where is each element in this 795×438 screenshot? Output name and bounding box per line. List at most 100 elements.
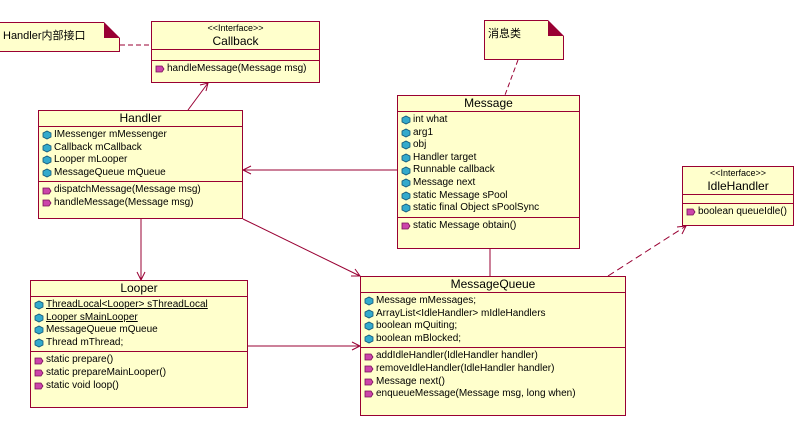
class-handler-methods-row: handleMessage(Message msg) (42, 197, 239, 210)
method-text: addIdleHandler(IdleHandler handler) (376, 350, 538, 362)
attribute-icon (401, 115, 411, 125)
class-idle-handler-stereotype: <<Interface>> (709, 168, 767, 178)
method-text: static prepareMainLooper() (46, 366, 167, 378)
method-text: static Message obtain() (413, 219, 517, 231)
attribute-icon (401, 128, 411, 138)
note-message-class: 消息类 (484, 20, 564, 60)
class-message-attributes-row: int what (401, 114, 576, 127)
attribute-icon (401, 166, 411, 176)
class-callback-attributes (152, 50, 319, 61)
attribute-icon (364, 334, 374, 344)
attribute-icon (401, 178, 411, 188)
class-message-methods-row: static Message obtain() (401, 220, 576, 233)
attribute-text: boolean mBlocked; (376, 332, 462, 344)
class-message-attributes-row: arg1 (401, 127, 576, 140)
attribute-icon (42, 130, 52, 140)
class-handler-methods-row: dispatchMessage(Message msg) (42, 184, 239, 197)
class-message-queue-attributes-row: boolean mQuiting; (364, 320, 622, 333)
class-message-attributes-row: Message next (401, 177, 576, 190)
class-message-attributes-row: static final Object sPoolSync (401, 202, 576, 215)
class-handler-attributes-row: Callback mCallback (42, 142, 239, 155)
class-looper-methods-row: static void loop() (34, 380, 244, 393)
class-message-attributes-row: Handler target (401, 152, 576, 165)
attribute-text: Message mMessages; (376, 295, 477, 306)
note-message-class-text: 消息类 (488, 28, 521, 40)
class-handler-methods: dispatchMessage(Message msg)handleMessag… (39, 182, 242, 211)
class-message-name: Message (464, 96, 513, 110)
attribute-text: boolean mQuiting; (376, 320, 458, 332)
attribute-icon (401, 191, 411, 201)
class-looper-attributes-row: Looper sMainLooper (34, 312, 244, 325)
class-message-queue-header: MessageQueue (361, 277, 625, 293)
attribute-text: Looper sMainLooper (46, 311, 138, 323)
method-text: boolean queueIdle() (698, 206, 787, 217)
attribute-icon (34, 325, 44, 335)
class-idle-handler-name: IdleHandler (707, 179, 769, 193)
arrowhead-callback (199, 82, 209, 92)
method-text: removeIdleHandler(IdleHandler handler) (376, 362, 555, 374)
attribute-text: Callback mCallback (54, 141, 142, 153)
class-message-queue-methods-row: enqueueMessage(Message msg, long when) (364, 388, 622, 401)
class-message-queue-attributes: Message mMessages;ArrayList<IdleHandler>… (361, 293, 625, 349)
class-idle-handler-methods: boolean queueIdle() (683, 204, 793, 221)
method-text: Message next() (376, 375, 445, 387)
class-handler-attributes-row: MessageQueue mQueue (42, 167, 239, 180)
link-queue-idlehandler (607, 225, 687, 277)
attribute-icon (364, 296, 374, 306)
class-message-attributes-row: Runnable callback (401, 164, 576, 177)
method-icon (686, 207, 696, 217)
class-message-methods: static Message obtain() (398, 218, 579, 235)
class-message-queue-methods-row: addIdleHandler(IdleHandler handler) (364, 350, 622, 363)
class-message-queue-methods: addIdleHandler(IdleHandler handler)remov… (361, 348, 625, 402)
class-handler-attributes-row: Looper mLooper (42, 154, 239, 167)
class-idle-handler-methods-row: boolean queueIdle() (686, 206, 790, 219)
method-icon (364, 389, 374, 399)
class-callback-stereotype: <<Interface>> (207, 23, 264, 33)
arrowhead-handler (241, 165, 252, 175)
note-link-message (504, 59, 519, 96)
note-handler-interface: Handler内部接口 (0, 22, 120, 52)
attribute-text: Thread mThread; (46, 336, 124, 348)
class-looper-methods: static prepare()static prepareMainLooper… (31, 352, 247, 394)
class-message-header: Message (398, 96, 579, 112)
class-message-queue-name: MessageQueue (450, 277, 536, 291)
class-looper-name: Looper (120, 281, 158, 295)
method-icon (155, 64, 165, 74)
attribute-text: Message next (413, 176, 476, 188)
attribute-text: Handler target (413, 151, 477, 163)
attribute-icon (34, 300, 44, 310)
method-text: static prepare() (46, 354, 114, 366)
class-message-queue-attributes-row: Message mMessages; (364, 295, 622, 308)
attribute-text: int what (413, 114, 448, 125)
method-icon (34, 368, 44, 378)
attribute-icon (34, 338, 44, 348)
class-idle-handler-header: <<Interface>> IdleHandler (683, 167, 793, 195)
class-handler-attributes-row: IMessenger mMessenger (42, 129, 239, 142)
class-idle-handler: <<Interface>> IdleHandler boolean queueI… (682, 166, 794, 226)
attribute-text: static final Object sPoolSync (413, 202, 540, 214)
attribute-icon (42, 168, 52, 178)
class-looper-attributes-row: MessageQueue mQueue (34, 324, 244, 337)
class-message-attributes-row: obj (401, 139, 576, 152)
class-message-queue-methods-row: removeIdleHandler(IdleHandler handler) (364, 363, 622, 376)
attribute-icon (401, 153, 411, 163)
method-icon (34, 381, 44, 391)
attribute-icon (364, 321, 374, 331)
class-message-queue-methods-row: Message next() (364, 376, 622, 389)
method-text: dispatchMessage(Message msg) (54, 184, 201, 196)
class-looper-header: Looper (31, 281, 247, 297)
class-callback: <<Interface>> Callback handleMessage(Mes… (151, 21, 320, 83)
attribute-icon (34, 313, 44, 323)
attribute-icon (364, 309, 374, 319)
link-handler-callback (187, 82, 209, 111)
note-handler-interface-text: Handler内部接口 (3, 30, 86, 42)
arrowhead-idlehandler (676, 225, 687, 235)
attribute-icon (42, 155, 52, 165)
class-message-queue: MessageQueue Message mMessages;ArrayList… (360, 276, 626, 416)
method-text: handleMessage(Message msg) (167, 63, 307, 74)
